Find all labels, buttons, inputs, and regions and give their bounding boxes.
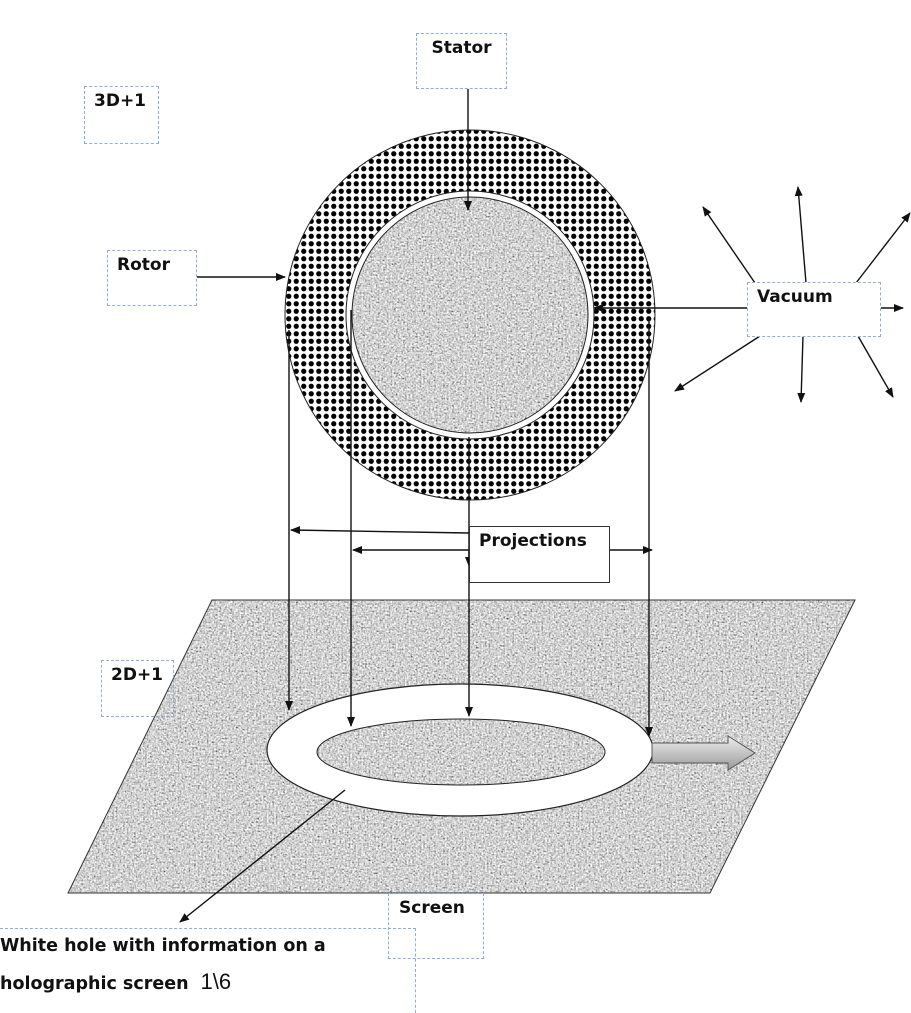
projections-label: Projections — [469, 526, 610, 583]
white-hole-ring — [266, 683, 654, 817]
rotor-label: Rotor — [107, 250, 197, 306]
white-hole-pointer — [179, 789, 346, 923]
caption-line-2: holographic screen 1\6 — [0, 964, 415, 1002]
stator-core — [351, 196, 589, 434]
screen-label: Screen — [388, 893, 484, 959]
3d-label: 3D+1 — [84, 86, 159, 144]
vacuum-label: Vacuum — [747, 282, 881, 337]
stator-label: Stator — [416, 33, 507, 89]
white-hole-caption: White hole with information on a hologra… — [0, 928, 416, 1013]
caption-line-2-text: holographic screen — [0, 974, 189, 994]
gray-block-arrow — [651, 735, 756, 771]
page-number: 1\6 — [200, 969, 232, 994]
arrows — [179, 88, 911, 923]
2d-label: 2D+1 — [101, 660, 174, 717]
caption-line-1: White hole with information on a — [0, 936, 326, 956]
